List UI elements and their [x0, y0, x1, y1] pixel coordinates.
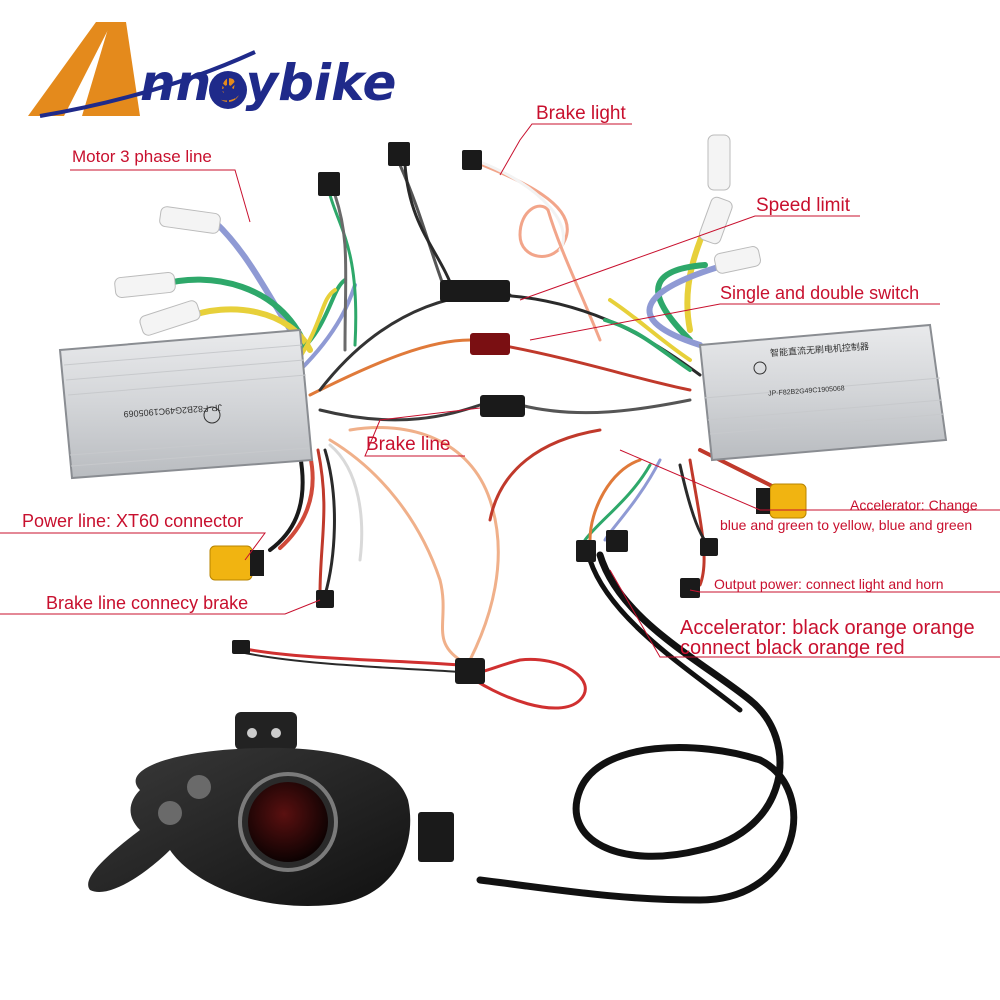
right-bottom-connector-2: [606, 530, 628, 552]
leader-speed-limit: [519, 215, 860, 301]
center-connector-1: [440, 280, 510, 302]
right-bottom-connector-3: [700, 538, 718, 556]
output-power-connector: [680, 578, 700, 598]
brake-light-wire: [468, 158, 569, 258]
label-accelerator-bo-1: Accelerator: black orange orange: [680, 617, 975, 639]
right-bottom-connector-1: [576, 540, 596, 562]
phase-plug-right-1: [707, 134, 731, 191]
brake-connector-small: [232, 640, 250, 654]
orange-cable: [328, 438, 462, 662]
controller-left: JP-F82B2G49C1905069: [58, 328, 314, 480]
label-motor-phase: Motor 3 phase line: [72, 147, 212, 166]
label-brake-light: Brake light: [536, 103, 626, 124]
phase-plug-left-3: [139, 300, 201, 336]
leader-single-double: [529, 303, 940, 341]
power-button-icon: [187, 775, 211, 799]
center-connector-red: [470, 333, 510, 355]
brand-name: nnoybike: [22, 14, 422, 124]
label-power-line: Power line: XT60 connector: [22, 511, 244, 531]
leader-output-power: [689, 589, 1000, 593]
left-bottom-connector: [316, 590, 334, 608]
phase-plug-left-2: [114, 272, 176, 298]
leader-brake-light: [499, 123, 632, 176]
phase-wire-green: [157, 276, 308, 348]
leader-power-line: [0, 532, 266, 561]
phase-plug-left-1: [159, 206, 221, 234]
wheel-icon: [209, 71, 247, 109]
label-accelerator-change-1: Accelerator: Change: [850, 497, 978, 513]
top-connector-2: [388, 142, 410, 166]
leader-lines: [0, 123, 1000, 658]
label-accelerator-change-2: blue and green to yellow, blue and green: [720, 517, 973, 533]
throttle-display-icon: [88, 712, 411, 906]
label-accelerator-bo-2: connect black orange red: [680, 637, 905, 659]
leader-brake-connect: [0, 599, 321, 615]
throttle-cable: [476, 551, 798, 904]
red-loop-connector: [455, 658, 485, 684]
xt60-connector-left: [209, 545, 264, 581]
label-brake-line-connect: Brake line connecy brake: [46, 593, 249, 613]
red-loop-wire: [458, 657, 587, 710]
throttle-connector: [418, 812, 454, 862]
controller-right: 智能直流无刷电机控制器 JP-F82B2G49C1905068: [698, 323, 948, 462]
label-brake-line: Brake line: [366, 434, 451, 455]
phase-plug-right-3: [714, 246, 761, 274]
leader-accelerator-bo: [609, 569, 1000, 658]
top-connector-1: [318, 172, 340, 196]
leader-motor-phase: [70, 169, 251, 223]
brake-light-connector: [462, 150, 482, 170]
brand-logo: [28, 22, 256, 118]
right-phase-blue: [646, 262, 728, 348]
leader-brake-line: [364, 407, 481, 457]
wire-bundle: [157, 158, 798, 904]
leader-accelerator-change: [619, 449, 1000, 511]
wire-to-top-conn-1: [328, 193, 358, 347]
phase-plug-right-2: [698, 196, 733, 245]
label-single-double-switch: Single and double switch: [720, 283, 920, 303]
brand-name-text: nnoybike: [140, 54, 397, 112]
mode-button-icon: [158, 801, 182, 825]
xt60-connector-right: [756, 483, 807, 519]
center-connector-2: [480, 395, 525, 417]
right-phase-green: [655, 262, 708, 343]
label-speed-limit: Speed limit: [756, 195, 850, 216]
label-output-power: Output power: connect light and horn: [714, 576, 944, 592]
